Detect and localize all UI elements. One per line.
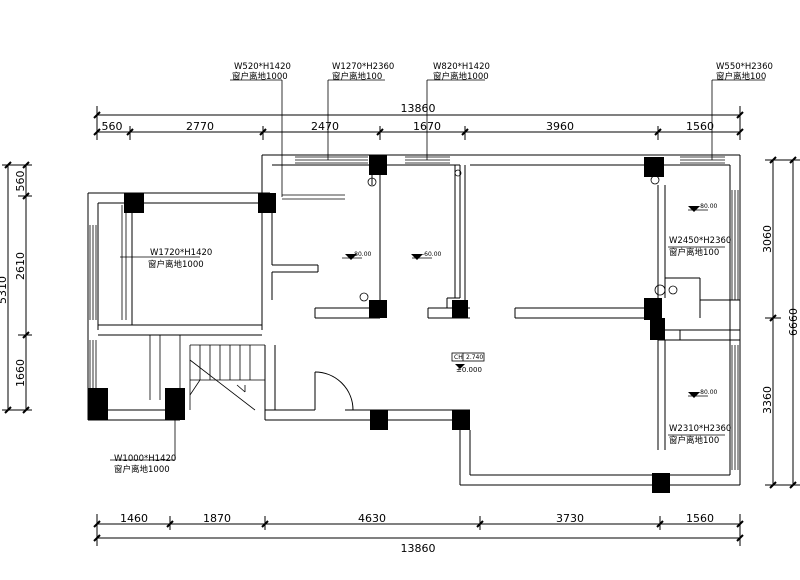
window-tag-3-size: W820*H1420 — [433, 62, 490, 72]
interior-walls — [98, 165, 740, 450]
top-dim-2: 2770 — [186, 120, 214, 133]
top-dimension-chain — [93, 106, 744, 140]
top-total-dimension: 13860 — [401, 102, 436, 115]
right-dim-2: 3360 — [761, 386, 774, 414]
window-tag-8-size: W1000*H1420 — [114, 454, 176, 464]
left-dim-3: 1660 — [14, 359, 27, 387]
floor-level-value: ±0.000 — [456, 366, 482, 374]
bottom-dim-2: 1870 — [203, 512, 231, 525]
structural-columns — [88, 155, 700, 493]
level-value-1: -80.00 — [352, 251, 372, 258]
window-tag-5-sill: 窗户离地1000 — [148, 259, 204, 270]
window-tag-2-size: W1270*H2360 — [332, 62, 394, 72]
exterior-walls — [87, 154, 741, 486]
bottom-dimension-chain — [93, 514, 744, 546]
ceiling-height-label: CH — [454, 354, 463, 361]
window-tag-7-size: W2310*H2360 — [669, 424, 731, 434]
window-tag-6-size: W2450*H2360 — [669, 236, 731, 246]
window-tag-8-sill: 窗户离地1000 — [114, 464, 170, 475]
entry-door — [314, 371, 354, 411]
window-tag-3-sill: 窗户离地1000 — [433, 71, 489, 82]
window-tag-4-size: W550*H2360 — [716, 62, 773, 72]
window-tag-6-sill: 窗户离地100 — [669, 247, 719, 258]
bottom-total-dimension: 13860 — [401, 542, 436, 555]
bottom-dim-5: 1560 — [686, 512, 714, 525]
top-dim-1: 560 — [102, 120, 123, 133]
window-tag-5-size: W1720*H1420 — [150, 248, 212, 258]
top-dim-5: 3960 — [546, 120, 574, 133]
window-tag-1-size: W520*H1420 — [234, 62, 291, 72]
left-dim-2: 2610 — [14, 252, 27, 280]
right-dimension-chain — [765, 156, 800, 489]
pipe-markers — [359, 169, 678, 302]
bottom-dim-4: 3730 — [556, 512, 584, 525]
staircase — [149, 335, 265, 420]
top-dim-3: 2470 — [311, 120, 339, 133]
level-value-2: -60.00 — [422, 251, 442, 258]
ceiling-height-box — [451, 352, 485, 362]
window-tag-2-sill: 窗户离地100 — [332, 71, 382, 82]
window-tag-leaders — [110, 79, 765, 461]
window-tag-1-sill: 窗户离地1000 — [232, 71, 288, 82]
left-total-dimension: 5310 — [0, 276, 9, 304]
level-value-4: -80.00 — [698, 389, 718, 396]
window-tag-4-sill: 窗户离地100 — [716, 71, 766, 82]
left-dim-1: 560 — [14, 171, 27, 192]
level-value-3: -80.00 — [698, 203, 718, 210]
bottom-dim-3: 4630 — [358, 512, 386, 525]
windows — [89, 156, 739, 470]
right-dim-1: 3060 — [761, 225, 774, 253]
window-tag-7-sill: 窗户离地100 — [669, 435, 719, 446]
top-dim-4: 1670 — [413, 120, 441, 133]
ceiling-height-value: 2.740 — [466, 354, 483, 361]
top-dim-6: 1560 — [686, 120, 714, 133]
bottom-dim-1: 1460 — [120, 512, 148, 525]
right-total-dimension: 6660 — [787, 308, 800, 336]
left-dimension-chain — [2, 161, 32, 414]
